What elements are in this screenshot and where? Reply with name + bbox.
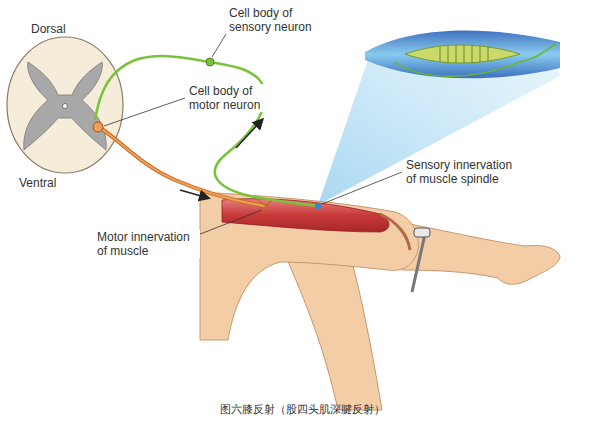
central-canal	[63, 104, 68, 109]
part-label: Cell body of sensory neuron	[228, 6, 330, 34]
motor-endplate	[258, 200, 272, 212]
leader-line	[322, 172, 402, 204]
reflex-hammer	[412, 228, 430, 292]
lower-leg	[285, 255, 382, 410]
shin-foot	[400, 222, 560, 284]
spinal-cord	[7, 37, 123, 173]
spindle-point	[315, 203, 321, 209]
side-label: Ventral	[18, 176, 57, 190]
figure-caption: 图六膝反射（股四头肌深腱反射）	[0, 402, 605, 417]
flow-arrow	[180, 190, 208, 198]
sensory-axon	[95, 56, 318, 206]
part-label: Cell body of motor neuron	[188, 84, 280, 112]
grey-matter	[24, 62, 106, 150]
muscle-band	[365, 30, 560, 78]
flow-arrow	[236, 120, 262, 148]
spindle-striations	[440, 45, 488, 63]
part-label: Sensory innervation of muscle spindle	[405, 158, 525, 186]
part-label: Motor innervation of muscle	[96, 230, 200, 258]
spindle-fiber	[405, 45, 520, 63]
leader-line	[212, 34, 226, 57]
motor-cell-body	[93, 122, 103, 132]
patellar-tendon	[380, 214, 410, 250]
side-label: Dorsal	[30, 22, 67, 36]
leader-line	[104, 98, 185, 126]
spindle-nerve	[395, 44, 556, 76]
leader-line	[195, 210, 262, 236]
sensory-cell-body	[206, 58, 214, 66]
thigh	[200, 192, 418, 340]
